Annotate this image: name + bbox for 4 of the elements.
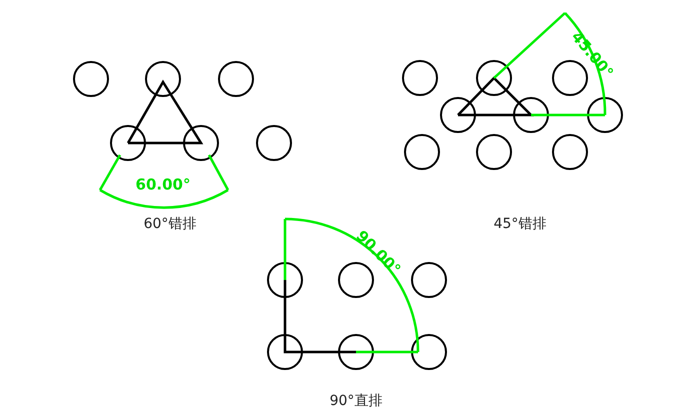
pattern-caption: 45°错排: [494, 217, 546, 231]
pattern-caption: 90°直排: [330, 394, 382, 408]
pattern-caption: 60°错排: [144, 217, 196, 231]
angle-dimension: 60.00°: [136, 178, 190, 192]
